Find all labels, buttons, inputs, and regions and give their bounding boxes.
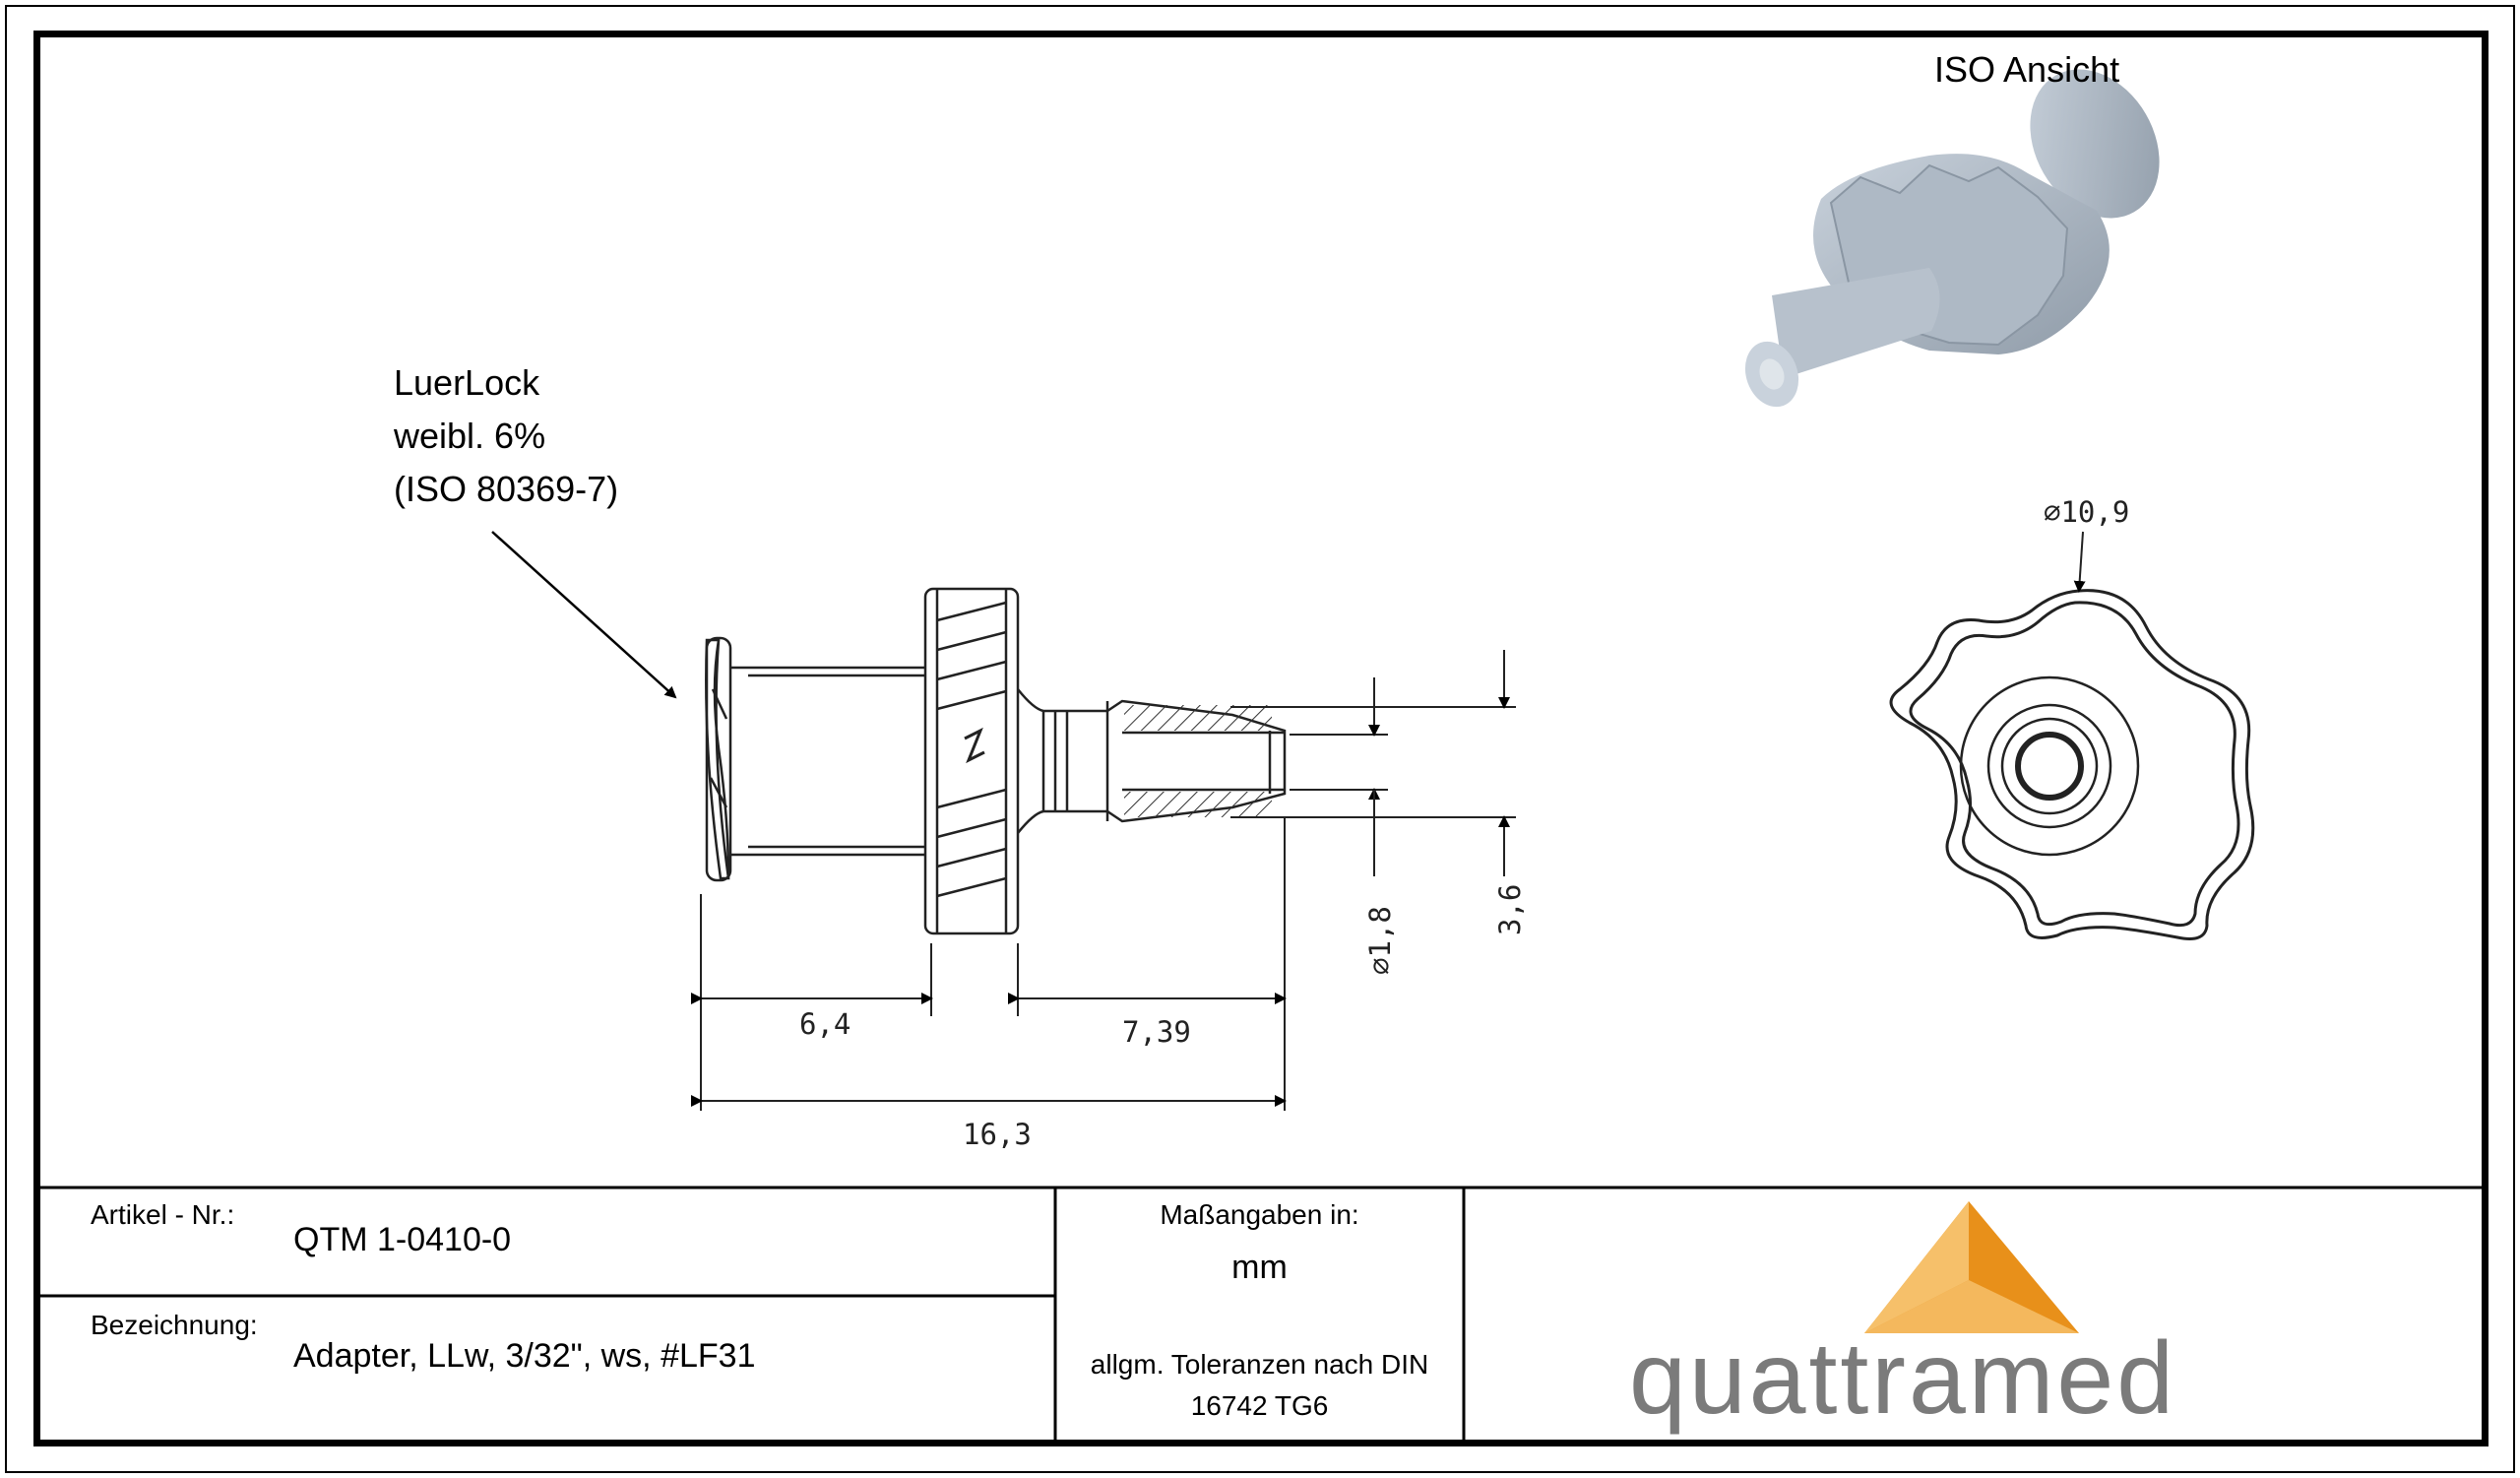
quattramed-logo-text: quattramed xyxy=(1629,1321,2177,1436)
callout-leader-arrow xyxy=(491,531,677,699)
callout-line-3: (ISO 80369-7) xyxy=(394,469,619,509)
logo-triangle xyxy=(1864,1201,2079,1333)
luerlock-callout: LuerLock weibl. 6% (ISO 80369-7) xyxy=(394,356,618,516)
units-label: Maßangaben in: xyxy=(1160,1199,1359,1230)
drawing-inner-frame xyxy=(33,31,2488,1446)
callout-line-2: weibl. 6% xyxy=(394,416,546,456)
dim-barb-length: 7,39 xyxy=(1122,1015,1191,1049)
adapter-front-view xyxy=(1889,589,2255,940)
dim-flange-length: 6,4 xyxy=(799,1007,850,1041)
tolerance-line-2: 16742 TG6 xyxy=(1190,1390,1329,1421)
units-value: mm xyxy=(1231,1249,1288,1286)
dimension-lines xyxy=(691,650,1516,1111)
designation-value: Adapter, LLw, 3/32", ws, #LF31 xyxy=(293,1337,756,1375)
barb-hatch-top xyxy=(1124,705,1272,731)
dim-head-diameter: ⌀10,9 xyxy=(2044,495,2129,529)
tolerance-line-1: allgm. Toleranzen nach DIN xyxy=(1090,1349,1429,1380)
adapter-side-view xyxy=(705,587,1287,935)
head-diameter-leader xyxy=(2073,531,2086,593)
article-number-label: Artikel - Nr.: xyxy=(91,1199,235,1230)
article-number-value: QTM 1-0410-0 xyxy=(293,1221,512,1258)
adapter-iso-view xyxy=(1744,69,2160,408)
callout-line-1: LuerLock xyxy=(394,362,540,403)
iso-view-title: ISO Ansicht xyxy=(1934,49,2120,90)
barb-hatch-bottom xyxy=(1124,792,1272,817)
dim-total-length: 16,3 xyxy=(963,1118,1032,1151)
dim-inner-diameter: ⌀1,8 xyxy=(1363,906,1397,975)
title-block-grid xyxy=(40,1186,2482,1440)
drawing-outer-frame xyxy=(5,5,2515,1473)
designation-label: Bezeichnung: xyxy=(91,1310,258,1340)
dim-outer-diameter: 3,6 xyxy=(1493,884,1527,935)
